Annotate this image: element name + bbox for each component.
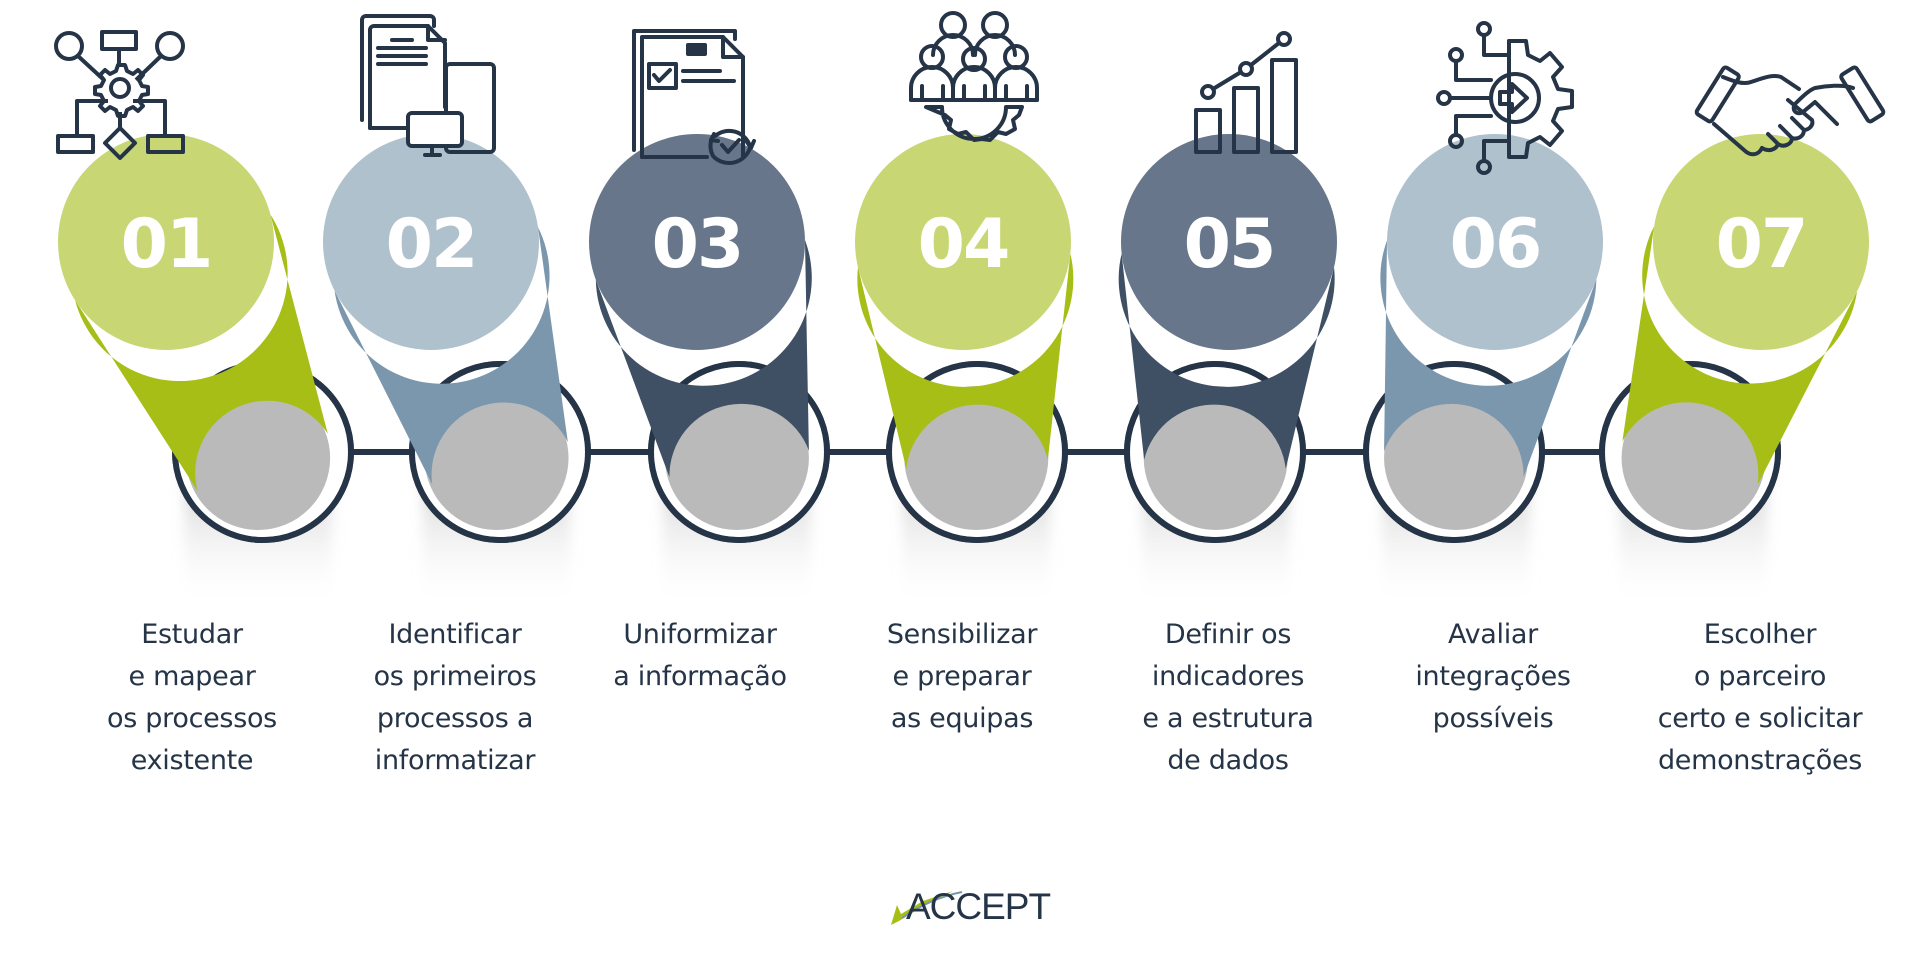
step-label-01: Estudar e mapear os processos existente: [72, 614, 312, 782]
timeline-ring-outline: [409, 361, 591, 543]
step-label-line: informatizar: [374, 745, 536, 776]
step-cylinder-04: 04: [855, 134, 1074, 530]
step-label-line: processos a: [376, 703, 534, 734]
logo-text: ACCEPT: [906, 886, 1051, 927]
step-label-line: de dados: [1167, 745, 1289, 776]
cylinders: 01 02 03 04 05 06 07: [58, 134, 1869, 530]
cylinder-body: [334, 227, 568, 485]
checklist-document-sync-icon: [632, 29, 756, 166]
step-cylinder-01: 01: [58, 134, 331, 530]
timeline-ring-outline: [1599, 361, 1781, 543]
step-label-line: Identificar: [388, 619, 522, 650]
step-label-line: o parceiro: [1693, 661, 1827, 692]
timeline-ring-outline: [648, 361, 830, 543]
step-number: 04: [918, 205, 1009, 284]
step-number: 07: [1716, 205, 1807, 284]
step-label-line: Estudar: [141, 619, 243, 650]
cylinder-body: [1622, 226, 1858, 485]
step-label-line: e a estrutura: [1142, 703, 1314, 734]
step-number: 05: [1184, 205, 1275, 284]
accept-logo: ACCEPT: [888, 888, 1051, 928]
cylinder-top: [855, 134, 1071, 350]
cylinder-body: [595, 239, 812, 478]
timeline-ring-outline: [886, 361, 1068, 543]
step-number: 02: [386, 205, 477, 284]
cylinder-top: [1387, 134, 1603, 350]
step-label-line: e preparar: [892, 661, 1032, 692]
step-label-03: Uniformizar a informação: [580, 614, 820, 698]
cylinder-top: [1121, 134, 1337, 350]
step-label-line: os processos: [107, 703, 277, 734]
step-label-05: Definir os indicadores e a estrutura de dad…: [1108, 614, 1348, 782]
timeline-ring-outline: [1124, 361, 1306, 543]
step-label-line: existente: [130, 745, 254, 776]
step-label-04: Sensibilizar e preparar as equipas: [842, 614, 1082, 740]
step-label-02: Identificar os primeiros processos a inform…: [335, 614, 575, 782]
handshake-icon: [1694, 65, 1886, 157]
gear-integration-circuit-icon: [1436, 21, 1574, 175]
cylinder-top: [323, 134, 539, 350]
documents-devices-icon: [360, 14, 496, 157]
process-flow-gear-icon: [54, 30, 185, 160]
step-number: 01: [121, 205, 212, 284]
step-label-line: indicadores: [1151, 661, 1305, 692]
step-label-line: Definir os: [1164, 619, 1292, 650]
step-label-line: demonstrações: [1657, 745, 1863, 776]
cylinder-body: [1380, 240, 1597, 477]
step-label-line: as equipas: [890, 703, 1034, 734]
step-label-line: e mapear: [128, 661, 256, 692]
cylinder-body: [75, 214, 328, 491]
step-label-line: a informação: [613, 661, 787, 692]
bar-chart-growth-icon: [1194, 31, 1298, 154]
team-gear-icon: [909, 11, 1039, 142]
step-label-line: Uniformizar: [623, 619, 777, 650]
step-cylinder-06: 06: [1380, 134, 1603, 530]
cylinder-body: [857, 253, 1074, 469]
step-label-line: integrações: [1415, 661, 1571, 692]
step-label-06: Avaliar integrações possíveis: [1373, 614, 1613, 740]
step-cylinder-07: 07: [1621, 134, 1869, 530]
step-cylinder-02: 02: [323, 134, 569, 530]
step-cylinder-05: 05: [1118, 134, 1337, 530]
logo-check-mark: [891, 891, 963, 925]
step-label-line: Avaliar: [1448, 619, 1538, 650]
cylinder-top: [58, 134, 274, 350]
step-label-line: certo e solicitar: [1657, 703, 1863, 734]
cylinder-body: [1118, 253, 1335, 469]
step-label-line: possíveis: [1432, 703, 1554, 734]
cylinder-top: [589, 134, 805, 350]
step-number: 06: [1450, 205, 1541, 284]
step-number: 03: [652, 205, 743, 284]
step-label-line: Escolher: [1703, 619, 1817, 650]
cylinder-top: [1653, 134, 1869, 350]
step-cylinder-03: 03: [589, 134, 812, 530]
step-label-line: os primeiros: [373, 661, 537, 692]
step-label-line: Sensibilizar: [886, 619, 1038, 650]
timeline-ring-outline: [1363, 361, 1545, 543]
step-label-07: Escolher o parceiro certo e solicitar demon…: [1640, 614, 1880, 782]
